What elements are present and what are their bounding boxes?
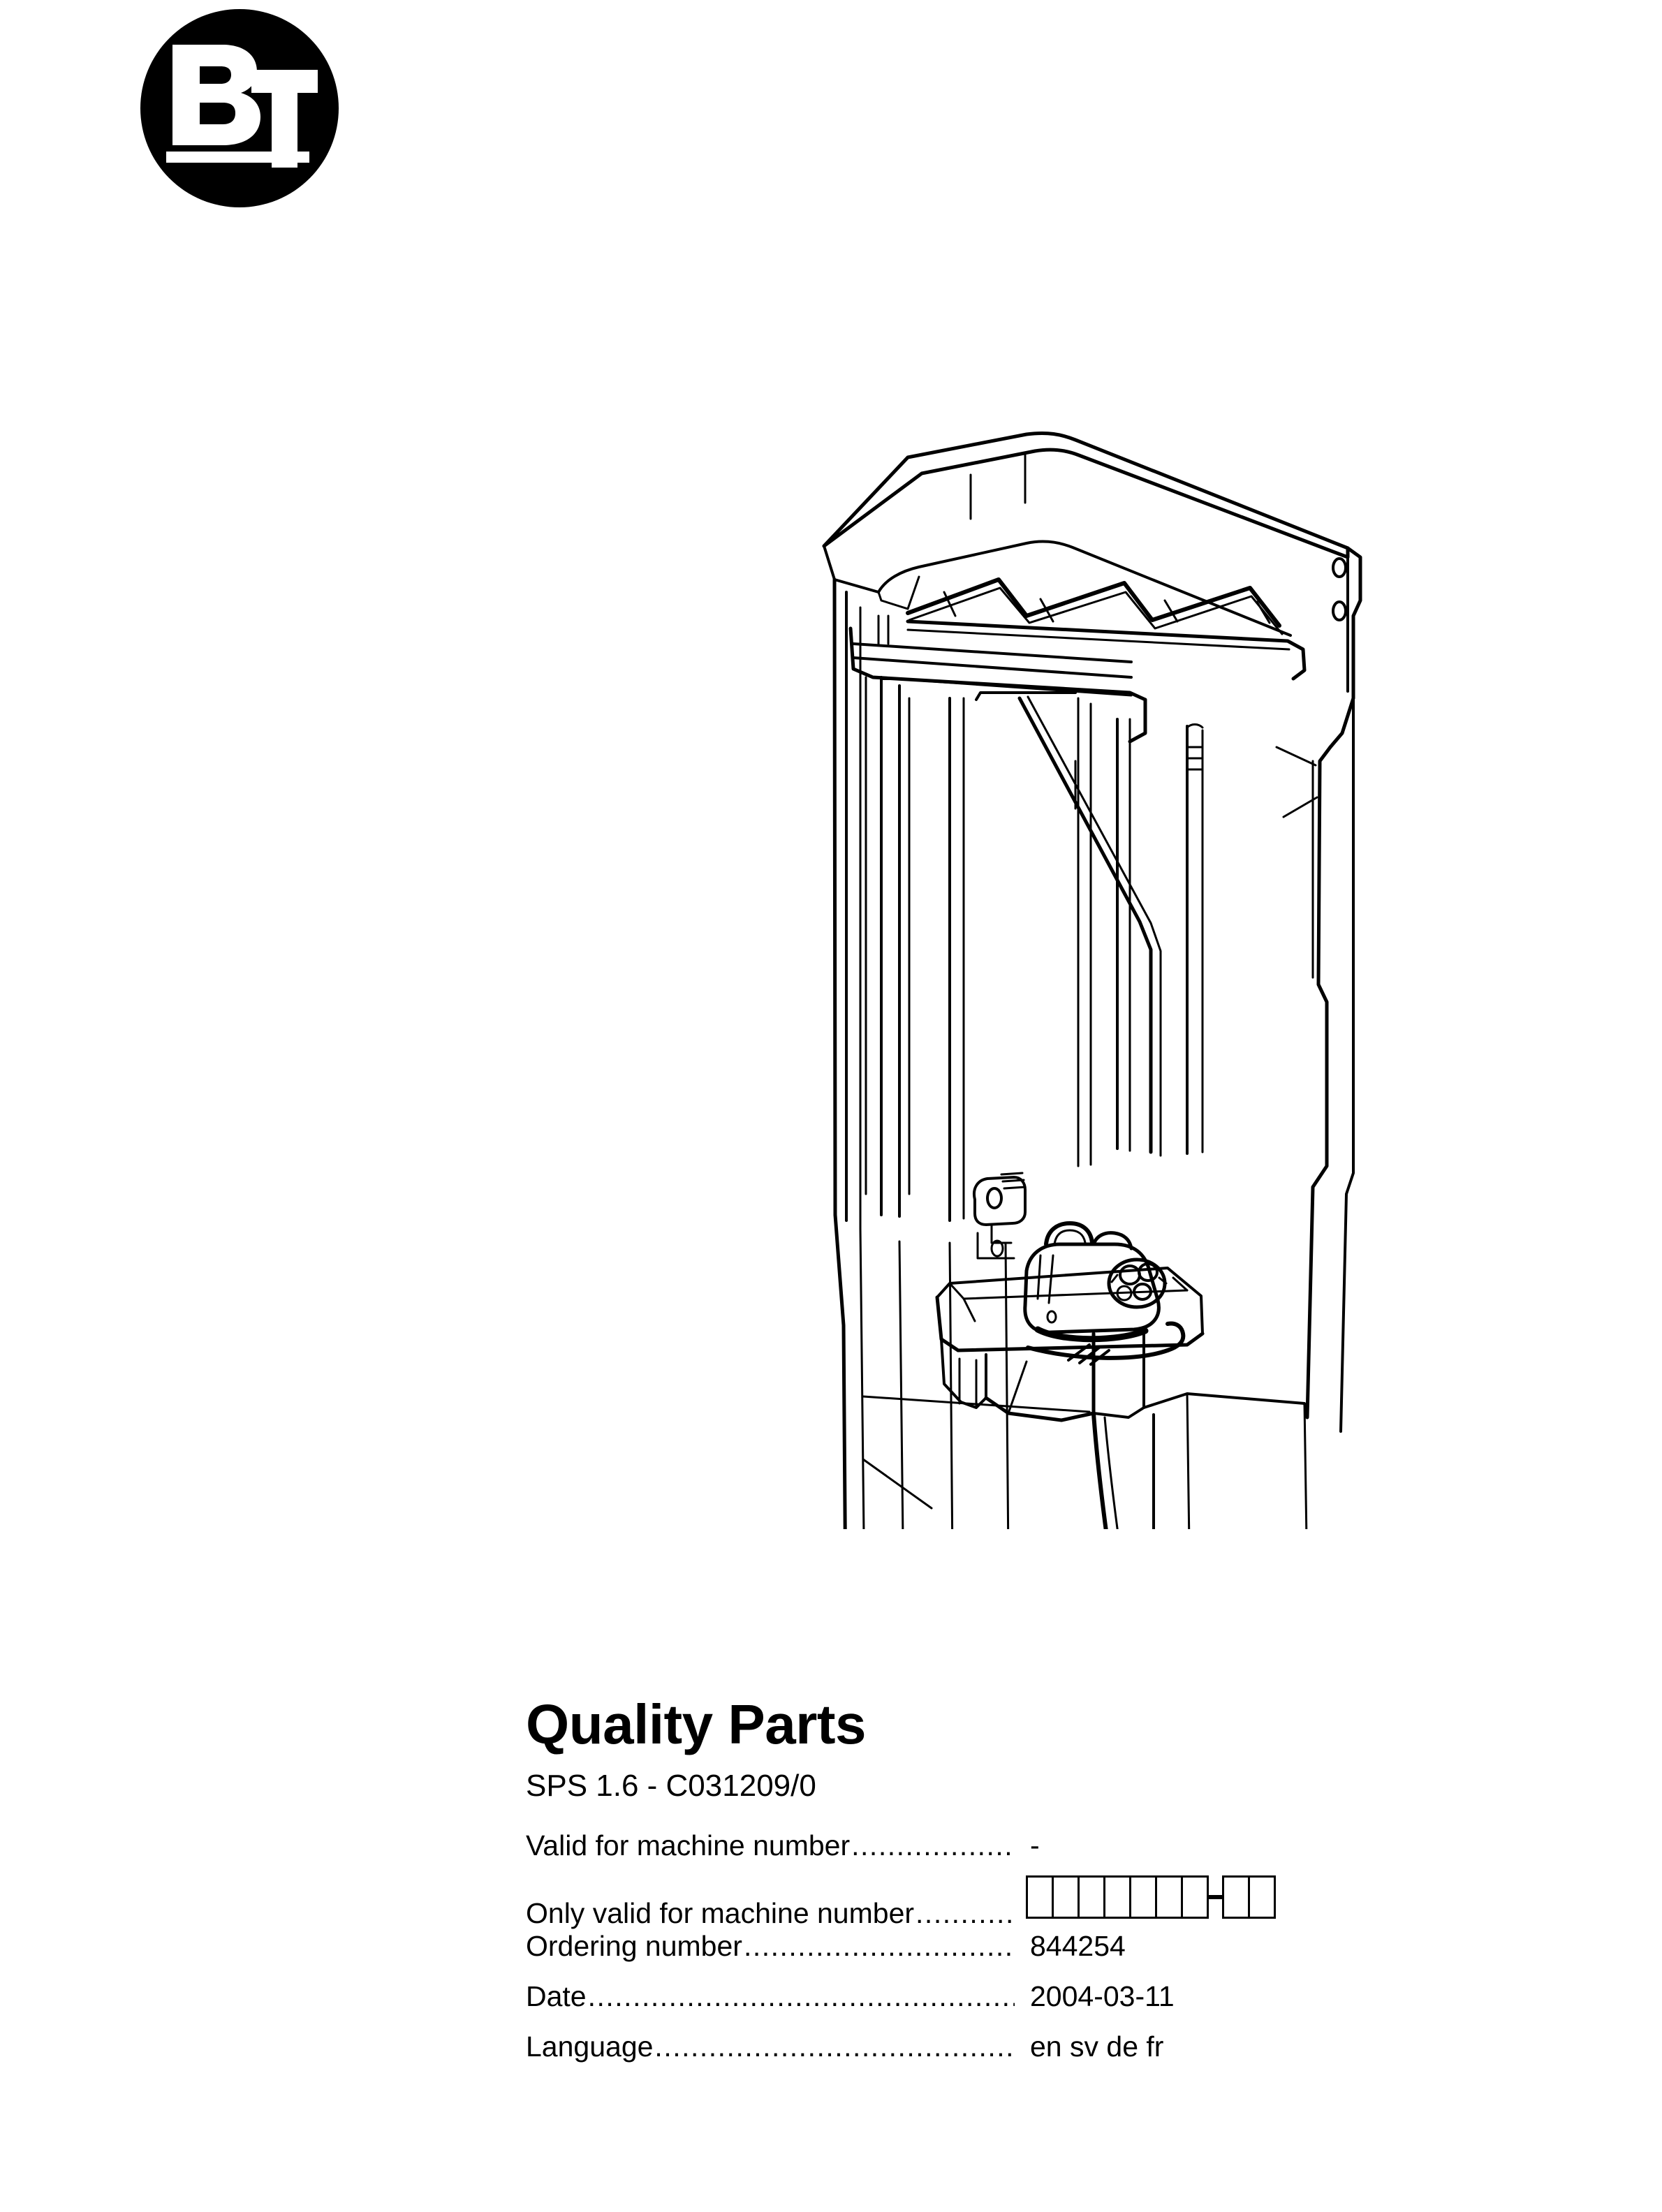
control-console	[1023, 1221, 1168, 1343]
guard-lattice	[877, 540, 1307, 681]
machine-number-box[interactable]	[1248, 1875, 1276, 1919]
guard-hole-lower	[1332, 600, 1347, 621]
spec-label: Only valid for machine number	[526, 1897, 915, 1929]
logo-letter-t	[251, 70, 318, 155]
spec-leader-dots: ........................................…	[587, 1980, 1015, 2012]
spec-label-wrap: Ordering number ........................…	[526, 1930, 1015, 1963]
spec-row-valid-for-machine-number: Valid for machine number ...............…	[526, 1829, 1503, 1880]
guard-hole-upper	[1332, 557, 1347, 578]
spec-leader-dots: .....................	[851, 1829, 1015, 1861]
mast-assembly	[865, 676, 1204, 1222]
machine-number-box[interactable]	[1181, 1875, 1209, 1919]
spec-row-only-valid-for-machine-number: Only valid for machine number ..........…	[526, 1875, 1503, 1930]
cab-left-post	[832, 577, 862, 1230]
spec-row-language: Language ...............................…	[526, 2030, 1503, 2081]
spec-label: Valid for machine number	[526, 1829, 851, 1861]
logo-t-stem-overlay	[272, 147, 297, 168]
spec-value: 2004-03-11	[1030, 1980, 1175, 2012]
spec-row-ordering-number: Ordering number ........................…	[526, 1930, 1503, 1980]
machine-number-box[interactable]	[1222, 1875, 1250, 1919]
cab-right-wall	[1275, 697, 1355, 1433]
spec-value: en sv de fr	[1030, 2030, 1164, 2063]
bt-logo	[140, 8, 339, 208]
spec-label: Ordering number	[526, 1930, 742, 1962]
chassis-cover	[833, 1213, 1145, 1732]
spec-label-wrap: Only valid for machine number ..........…	[526, 1897, 1015, 1930]
cab-floor	[1142, 1392, 1311, 1706]
joystick	[1107, 1258, 1168, 1309]
machine-number-box[interactable]	[1078, 1875, 1105, 1919]
spec-row-date: Date ...................................…	[526, 1980, 1503, 2030]
document-code: SPS 1.6 - C031209/0	[526, 1769, 816, 1803]
operator-platform	[935, 1267, 1205, 1422]
machine-number-suffix-group	[1222, 1875, 1276, 1919]
machine-line-drawing	[698, 370, 1383, 1849]
page-title: Quality Parts	[526, 1693, 867, 1755]
machine-number-entry-field[interactable]	[1015, 1875, 1276, 1919]
spec-label-wrap: Valid for machine number ...............…	[526, 1829, 1015, 1862]
spec-leader-dots: ........................................…	[654, 2030, 1015, 2063]
spec-label: Date	[526, 1980, 587, 2012]
machine-number-dash	[1207, 1895, 1222, 1899]
spec-value: 844254	[1030, 1930, 1126, 1962]
machine-number-box[interactable]	[1103, 1875, 1131, 1919]
overhead-guard	[822, 431, 1362, 749]
cover-text-block: Quality Parts SPS 1.6 - C031209/0 Valid …	[526, 1697, 1503, 2081]
instrument-panel	[973, 1172, 1027, 1260]
machine-number-box[interactable]	[1155, 1875, 1183, 1919]
spec-value: -	[1030, 1829, 1040, 1861]
spec-label-wrap: Language ...............................…	[526, 2030, 1015, 2063]
spec-leader-dots: ............	[915, 1897, 1015, 1929]
bt-logo-svg	[140, 9, 339, 207]
machine-number-box[interactable]	[1052, 1875, 1080, 1919]
upper-cross-beam	[848, 614, 1147, 744]
spec-label-wrap: Date ...................................…	[526, 1980, 1015, 2013]
machine-number-box[interactable]	[1129, 1875, 1157, 1919]
machine-number-box[interactable]	[1026, 1875, 1054, 1919]
spec-label: Language	[526, 2030, 654, 2063]
spec-leader-dots: ................................	[743, 1930, 1015, 1962]
logo-letter-b	[172, 45, 260, 145]
machine-illustration-svg	[746, 431, 1362, 1849]
